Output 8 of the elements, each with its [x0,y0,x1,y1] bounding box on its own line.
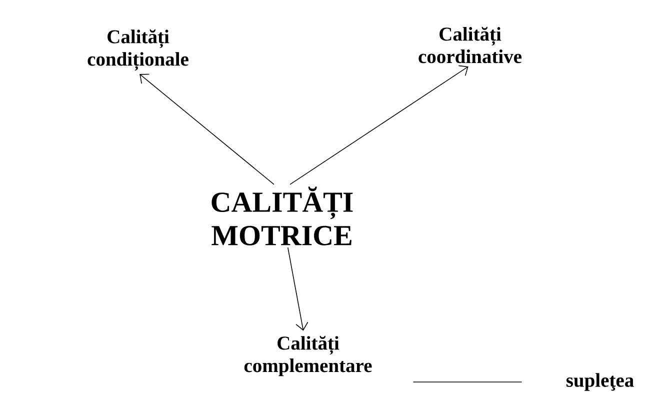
label-text: Calități condiționale [88,29,188,71]
title-text: CALITĂȚI MOTRICE [212,186,353,246]
arrow [140,74,274,185]
label-text: Calități coordinative [418,26,522,64]
arrow [290,65,468,185]
label-text: supleţea [566,373,634,391]
arrow [287,247,308,331]
label-text: Calități complementare [244,336,372,376]
